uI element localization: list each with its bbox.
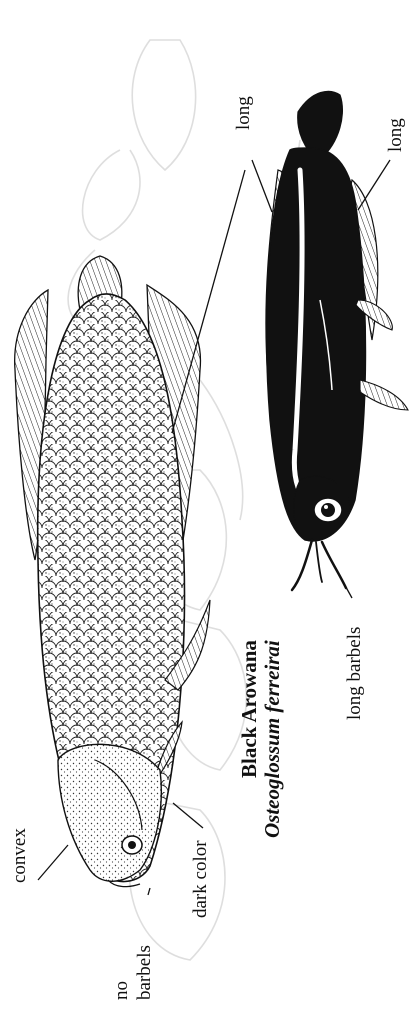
label-long-top: long <box>234 96 253 130</box>
leader-convex <box>38 845 68 880</box>
label-convex: convex <box>10 828 29 883</box>
leader-long-right <box>358 160 390 210</box>
leader-barbels <box>148 888 150 895</box>
leader-long-top <box>252 160 272 212</box>
label-dark-color: dark color <box>191 840 210 918</box>
leader-dark-color <box>173 803 203 828</box>
label-barbels: barbels <box>135 945 154 1000</box>
label-long-right: long <box>386 118 405 152</box>
label-long-barbels: long barbels <box>345 627 364 720</box>
label-scientific-name: Osteoglossum ferreirai <box>262 640 283 838</box>
label-no: no <box>112 981 131 1000</box>
black-arowana-fish <box>15 256 210 887</box>
label-common-name: Black Arowana <box>239 640 260 778</box>
leader-long-barbels <box>342 580 352 598</box>
